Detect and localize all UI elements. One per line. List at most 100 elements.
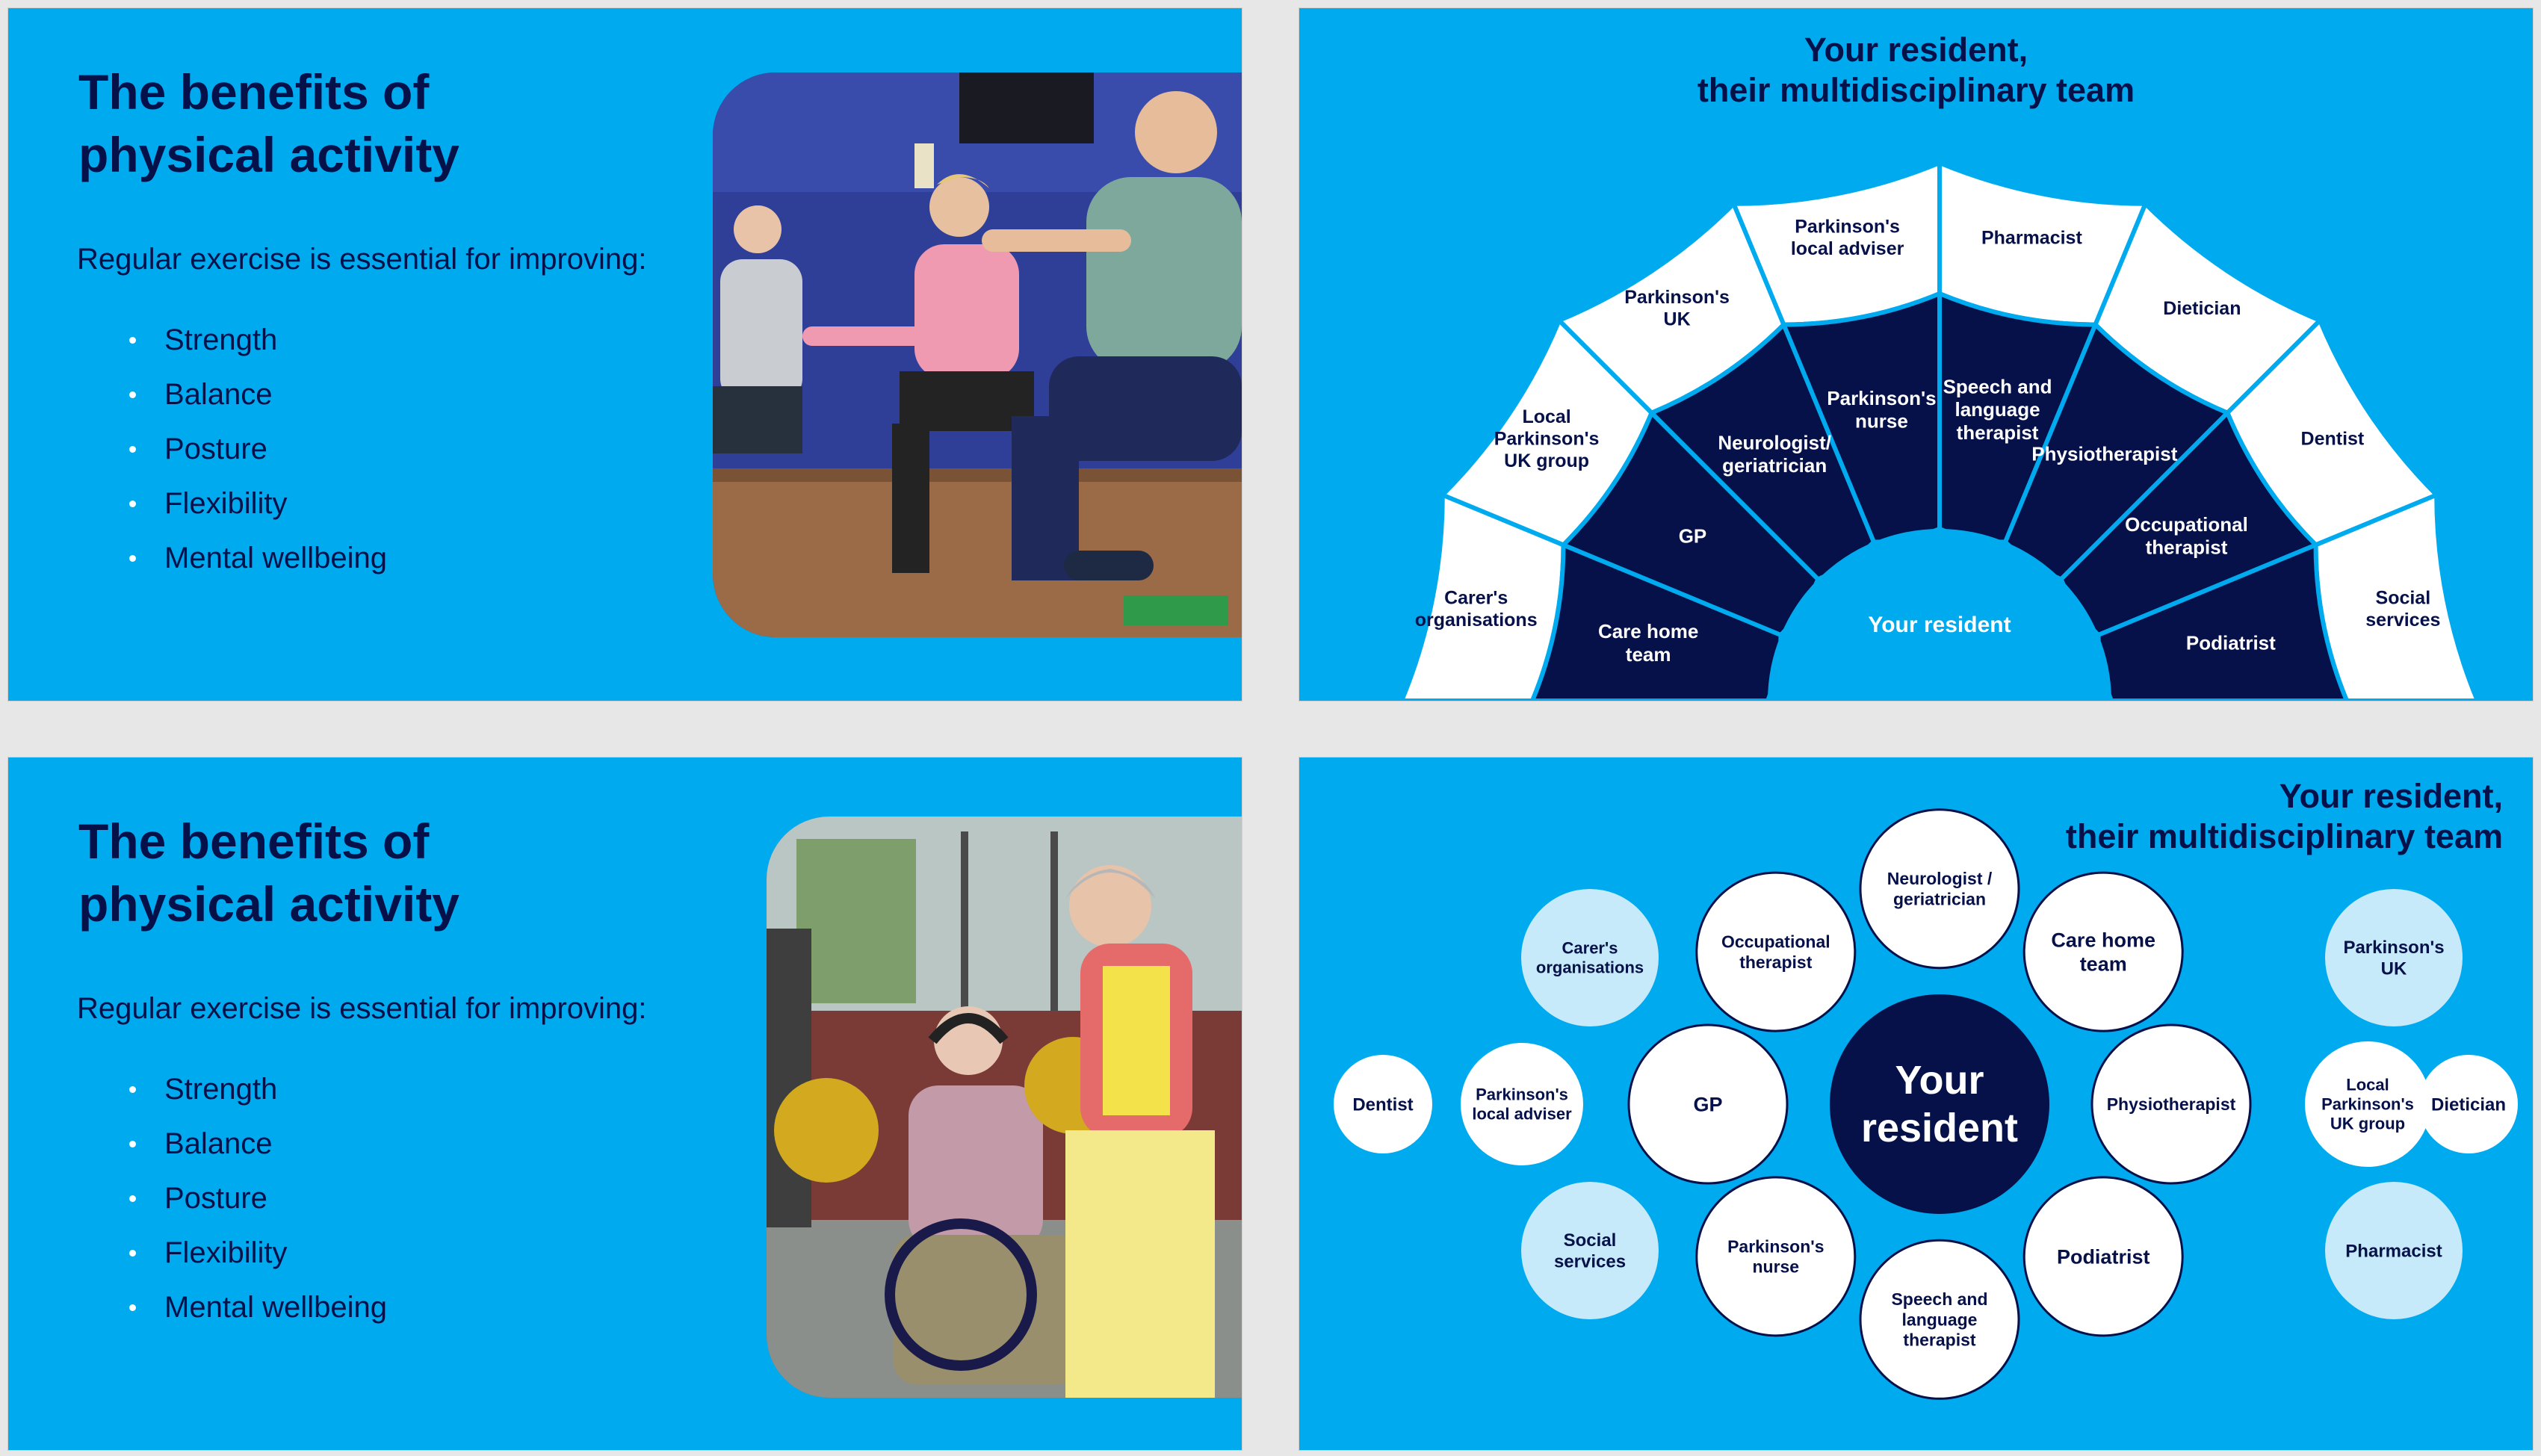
slide-title: The benefits of physical activity [78,810,751,935]
team-member-circle [2090,1023,2252,1185]
support-circle [1461,1043,1583,1165]
outer-segment-label-line: services [2365,610,2440,631]
inner-segment-label-line: geriatrician [1722,454,1827,477]
title-line-2: physical activity [78,876,459,932]
intro-text: Regular exercise is essential for improv… [77,243,647,276]
support-label: Pharmacist [2345,1241,2442,1261]
inner-segment-label-line: therapist [1957,421,2039,444]
team-member-circle [1695,1176,1857,1337]
support-label-line: Parkinson's [1476,1085,1568,1104]
title-line-1: The benefits of [78,64,430,120]
outer-segment-label-line: Dentist [2301,428,2365,449]
support-label-line: organisations [1536,958,1644,977]
inner-segment-label-line: language [1955,398,2040,421]
team-member-label-line: Neurologist / [1887,869,1993,888]
inner-segment-label-line: Parkinson's [1827,387,1936,409]
team-member-label-line: Parkinson's [1727,1236,1824,1256]
title-line-2: physical activity [78,127,459,182]
inner-segment-label-line: Care home [1598,620,1698,642]
inner-segment-label: Neurologist/geriatrician [1718,431,1831,477]
intro-text: Regular exercise is essential for improv… [77,992,647,1025]
team-member-label-line: Physiotherapist [2107,1094,2236,1114]
slide-team-circles[interactable]: Your resident, their multidisciplinary t… [1299,758,2533,1450]
list-item: Mental wellbeing [113,540,387,595]
team-member-circle [1859,1239,2020,1400]
inner-segment-label-line: team [1626,643,1671,666]
outer-segment-label: Dietician [2163,298,2241,319]
outer-segment-label-line: Pharmacist [1981,227,2082,248]
team-member-label-line: Occupational [1721,932,1830,952]
team-member-circle [2022,1176,2184,1337]
inner-segment-label-line: Physiotherapist [2031,443,2177,465]
slide-team-semicircle[interactable]: Your resident, their multidisciplinary t… [1299,8,2533,701]
inner-segment-label-line: Occupational [2125,513,2248,536]
outer-segment-label-line: Social [2376,588,2431,609]
support-circle [2325,1182,2463,1319]
outer-segment-label-line: local adviser [1791,238,1904,259]
benefits-list: Strength Balance Posture Flexibility Men… [113,322,387,595]
outer-segment-label: Pharmacist [1981,227,2082,248]
team-member-label-line: Podiatrist [2057,1245,2150,1268]
support-label-line: Parkinson's [2343,938,2444,958]
outer-segment-label-line: Parkinson's [1795,217,1900,238]
center-label: Your resident [1868,613,2011,637]
slide-benefits-1[interactable]: The benefits of physical activity Regula… [8,8,1242,701]
team-member-label-line: GP [1693,1093,1722,1115]
diagram-title: Your resident, their multidisciplinary t… [2066,776,2503,857]
title-line-1: Your resident, [1804,31,2028,69]
slide-benefits-2[interactable]: The benefits of physical activity Regula… [8,758,1242,1450]
inner-segment-label: GP [1679,524,1707,547]
title-line-2: their multidisciplinary team [1697,71,2135,109]
team-member-circle [2022,871,2184,1032]
outer-segment-label-line: Local [1522,406,1570,427]
title-line-1: Your resident, [2279,777,2503,815]
list-item: Mental wellbeing [113,1289,387,1344]
inner-segment-label-line: therapist [2146,536,2228,559]
team-member-label: GP [1693,1093,1722,1115]
team-member-label: Neurologist /geriatrician [1887,869,1993,908]
outer-segment-label-line: UK group [1504,450,1589,471]
support-label-line: Pharmacist [2345,1241,2442,1261]
support-label-line: UK [2381,959,2407,979]
team-member-label-line: geriatrician [1893,889,1986,908]
list-item: Posture [113,431,387,486]
inner-segment-label-line: GP [1679,524,1707,547]
support-label-line: local adviser [1472,1105,1572,1124]
support-circle [2305,1041,2430,1167]
exercise-class-photo [713,72,1242,637]
team-member-label-line: language [1902,1310,1978,1329]
slide-title: The benefits of physical activity [78,61,751,186]
team-member-circle [1695,871,1857,1032]
team-member-circle [1627,1023,1789,1185]
team-member-label-line: therapist [1903,1330,1975,1349]
support-label-line: Dentist [1352,1094,1413,1115]
support-label-line: UK group [2330,1115,2405,1133]
list-item: Flexibility [113,1235,387,1289]
support-label-line: Social [1564,1230,1617,1251]
outer-segment-label-line: Parkinson's [1624,287,1730,308]
list-item: Strength [113,322,387,377]
support-label: Dietician [2431,1094,2506,1115]
support-label-line: Carer's [1562,939,1618,958]
list-item: Balance [113,377,387,431]
team-member-label-line: nurse [1752,1257,1799,1276]
inner-segment-label: Physiotherapist [2031,443,2177,465]
support-circle [2419,1055,2518,1153]
team-member-label-line: Speech and [1891,1289,1987,1309]
support-label: Dentist [1352,1094,1413,1115]
benefits-list: Strength Balance Posture Flexibility Men… [113,1071,387,1344]
team-member-circle [1859,808,2020,970]
support-label-line: Local [2346,1076,2389,1094]
